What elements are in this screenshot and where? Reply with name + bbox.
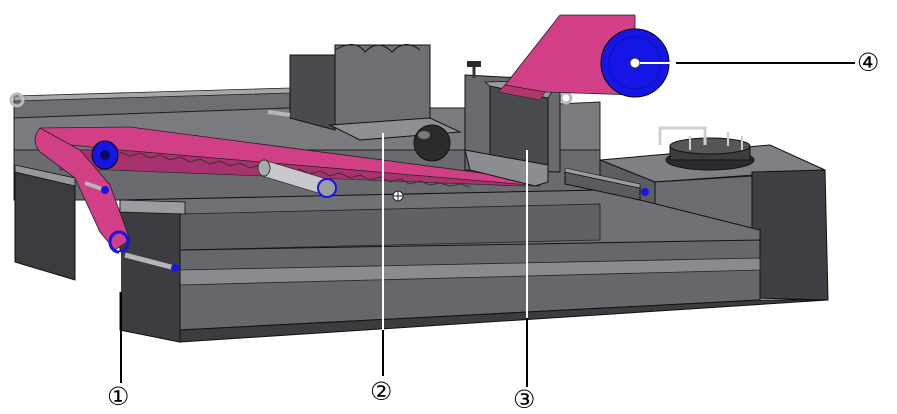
middle-roller-end [317,178,337,198]
lifting-eye-right [559,91,573,105]
lower-left-shaft-cap [171,264,179,272]
right-tube [564,167,649,201]
lower-left-shaft [124,252,176,271]
guide-knob [467,61,481,67]
hopper-rod [267,110,291,117]
callout-1: ① [107,382,129,411]
mid-left-shaft-cap [101,186,109,194]
motor-top [669,137,751,155]
supply-web-edge [497,84,546,101]
square-tube-top [564,167,641,189]
belt-lower-run [59,149,541,187]
callout-3: ③ [513,385,535,414]
callouts: ① ② ③ ④ [107,48,879,414]
belt-left-loop [34,127,131,251]
supply-roll [497,14,670,101]
left-bracket [14,164,76,281]
conveyor-belt [34,126,541,251]
upper-left-roller-hub [100,150,110,160]
supply-roll-core [629,57,641,69]
trough-left-end [119,199,181,343]
left-rollers [84,140,179,272]
square-tube-cap [641,188,649,196]
middle-roller-left-end [257,159,271,177]
hopper-back-plate [334,44,431,126]
hopper [267,44,462,162]
hopper-ball-shine [418,131,430,139]
middle-roller [257,159,337,198]
main-trough [119,189,829,343]
left-side-plate-top [14,164,76,187]
trough-left-flange [119,199,186,215]
hopper-ball [413,124,451,162]
hopper-left-wall [289,54,336,131]
motor-handle [658,126,707,145]
leader-lines [119,62,855,387]
platform-right-wall [751,169,829,301]
lifting-eye-left [9,92,25,108]
callout-2: ② [370,377,392,406]
callout-4: ④ [857,48,879,77]
left-side-plate [14,169,76,281]
hopper-notch [334,44,421,53]
